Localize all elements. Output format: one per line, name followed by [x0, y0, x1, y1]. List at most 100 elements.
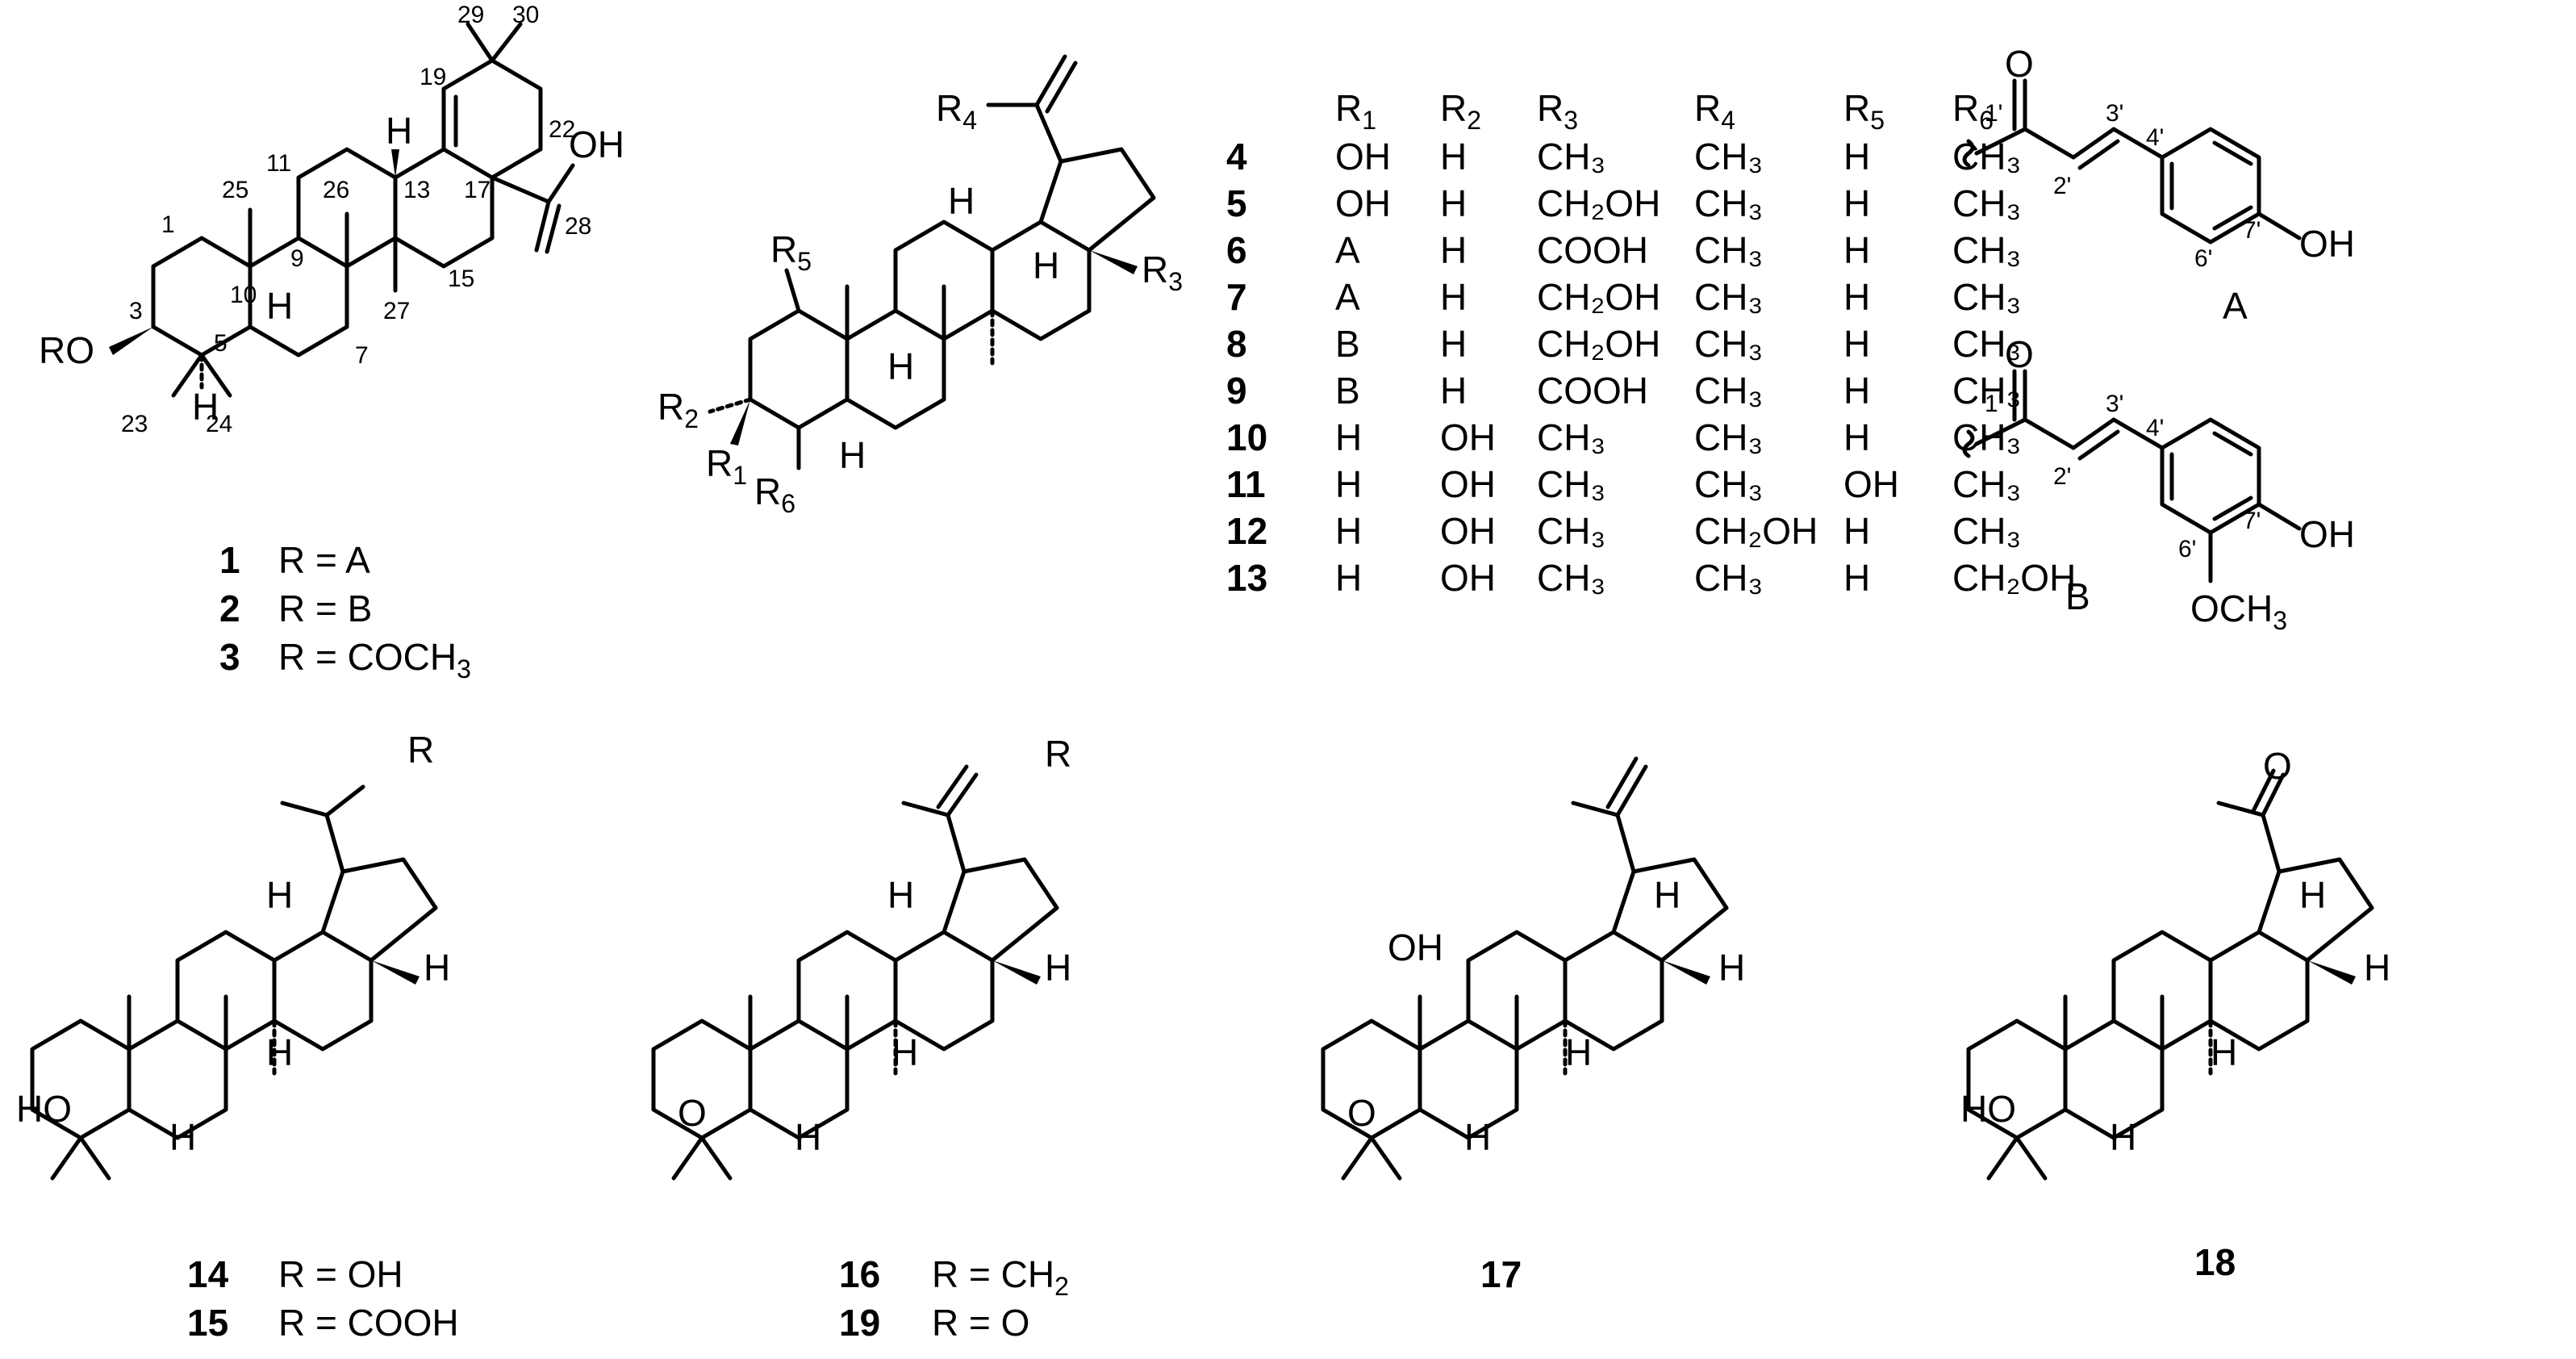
c17-oh-label: OH [1388, 926, 1443, 968]
table-row-id: 7 [1226, 276, 1247, 318]
c2-id: 2 [219, 588, 240, 629]
c1-num-29: 29 [457, 2, 484, 28]
subA-4p: 4' [2146, 124, 2164, 151]
c17-bond [1611, 857, 1729, 963]
subA-2p: 2' [2053, 173, 2071, 199]
c16-bond [901, 801, 967, 874]
table-cell: H [1335, 510, 1362, 552]
c3-r-text: R = COCH3 [278, 636, 471, 684]
c4-h-mid: H [1033, 245, 1059, 286]
c14-h-mid: H [424, 947, 450, 989]
table-cell: CH₃ [1952, 136, 2021, 178]
c1-num-13: 13 [403, 177, 430, 203]
c18-h-mid: H [2364, 947, 2390, 989]
table-cell: CH₃ [1537, 510, 1605, 552]
c19-r-text: R = O [932, 1302, 1029, 1344]
table-cell: B [1335, 323, 1360, 365]
c17-id: 17 [1480, 1253, 1522, 1295]
c16-bond [796, 930, 898, 1052]
compound-1-3-structure: H H H RO OH 29 30 19 11 25 26 13 22 1 9 … [39, 2, 624, 684]
c18-ho-label: HO [1960, 1088, 2016, 1130]
c14-wedge-17 [371, 960, 420, 985]
c1-3-legend: 1 R = A 2 R = B 3 R = COCH3 [219, 539, 471, 684]
table-cell: H [1843, 510, 1870, 552]
c17-wedge-17 [1662, 960, 1710, 985]
c14-r-label: R [407, 729, 434, 771]
table-cell: CH₃ [1694, 136, 1763, 178]
c1-num-7: 7 [355, 342, 369, 369]
subB-och3-label: OCH3 [2190, 588, 2287, 635]
table-cell: CH₂OH [1952, 557, 2076, 599]
c14-bond [320, 857, 438, 963]
table-cell: A [1335, 276, 1360, 318]
subB-3p: 3' [2106, 391, 2123, 417]
c17-bond [1417, 1018, 1519, 1140]
c16-r-label: R [1045, 733, 1071, 775]
c1-num-24: 24 [206, 411, 232, 437]
subA-name: A [2223, 285, 2248, 327]
c4-h-9: H [887, 345, 914, 387]
table-cell: COOH [1537, 370, 1648, 412]
c18-bond [2063, 1018, 2165, 1140]
c16-o-label: O [678, 1092, 707, 1134]
table-cell: OH [1440, 557, 1496, 599]
table-row-id: 5 [1226, 182, 1247, 224]
c16-bond [699, 1135, 733, 1181]
table-header-6: R6 [1952, 87, 1994, 135]
c16-h-mid: H [1045, 947, 1071, 989]
c1-num-22: 22 [549, 116, 575, 143]
table-cell: CH₃ [1694, 182, 1763, 224]
c14-bond [78, 1135, 111, 1181]
subA-7p: 7' [2243, 217, 2261, 244]
table-cell: H [1440, 276, 1467, 318]
table-cell: OH [1440, 463, 1496, 505]
bottom-compounds [30, 756, 2374, 1181]
c1-id: 1 [219, 539, 240, 581]
c14-bond [324, 784, 365, 817]
c17-h-mid: H [1718, 947, 1745, 989]
c17-h-top: H [1654, 874, 1680, 916]
table-cell: H [1335, 557, 1362, 599]
subA-oh-label: OH [2299, 223, 2355, 265]
c16-19-labels: R H H H H O 16 R = CH2 19 R = O [678, 733, 1071, 1344]
table-cell: COOH [1537, 229, 1648, 271]
table-cell: CH₃ [1952, 463, 2021, 505]
table-cell: CH₃ [1537, 557, 1605, 599]
c1-r-text: R = A [278, 539, 370, 581]
table-cell: H [1335, 416, 1362, 458]
c17-h-9: H [1565, 1031, 1592, 1073]
c17-bond [1466, 930, 1568, 1052]
c1-num-30: 30 [512, 2, 539, 28]
table-cell: CH₃ [1537, 463, 1605, 505]
c1-num-26: 26 [323, 177, 349, 203]
c18-bond [1986, 1135, 2019, 1181]
c14-id: 14 [187, 1253, 229, 1295]
c16-r-text: R = CH2 [932, 1253, 1069, 1301]
table-cell: H [1843, 229, 1870, 271]
table-row-id: 10 [1226, 416, 1267, 458]
c17-h-5: H [1464, 1116, 1491, 1158]
table-cell: CH₂OH [1537, 182, 1660, 224]
substituent-B-structure: O 1' 2' 3' 4' 6' 7' OH OCH3 B [1962, 333, 2355, 635]
c16-bond [893, 930, 995, 1052]
c18-id: 18 [2194, 1241, 2236, 1283]
c16-h-5: H [795, 1116, 821, 1158]
table-cell: CH₃ [1694, 370, 1763, 412]
c18-bond [2261, 772, 2286, 817]
c14-h-5: H [169, 1116, 196, 1158]
table-cell: CH₃ [1952, 510, 2021, 552]
c15-r-text: R = COOH [278, 1302, 459, 1344]
table-cell: CH₂OH [1694, 510, 1818, 552]
c2-r-text: R = B [278, 588, 372, 629]
c18-o-label: O [2263, 745, 2292, 787]
c18-h-top: H [2299, 874, 2326, 916]
table-cell: H [1843, 370, 1870, 412]
table-cell: OH [1335, 136, 1391, 178]
c1-num-11: 11 [266, 150, 291, 177]
c14-r-text: R = OH [278, 1253, 403, 1295]
c1-num-15: 15 [448, 266, 474, 292]
table-row-id: 6 [1226, 229, 1247, 271]
table-cell: CH₃ [1952, 323, 2021, 365]
subB-7p: 7' [2243, 508, 2261, 534]
